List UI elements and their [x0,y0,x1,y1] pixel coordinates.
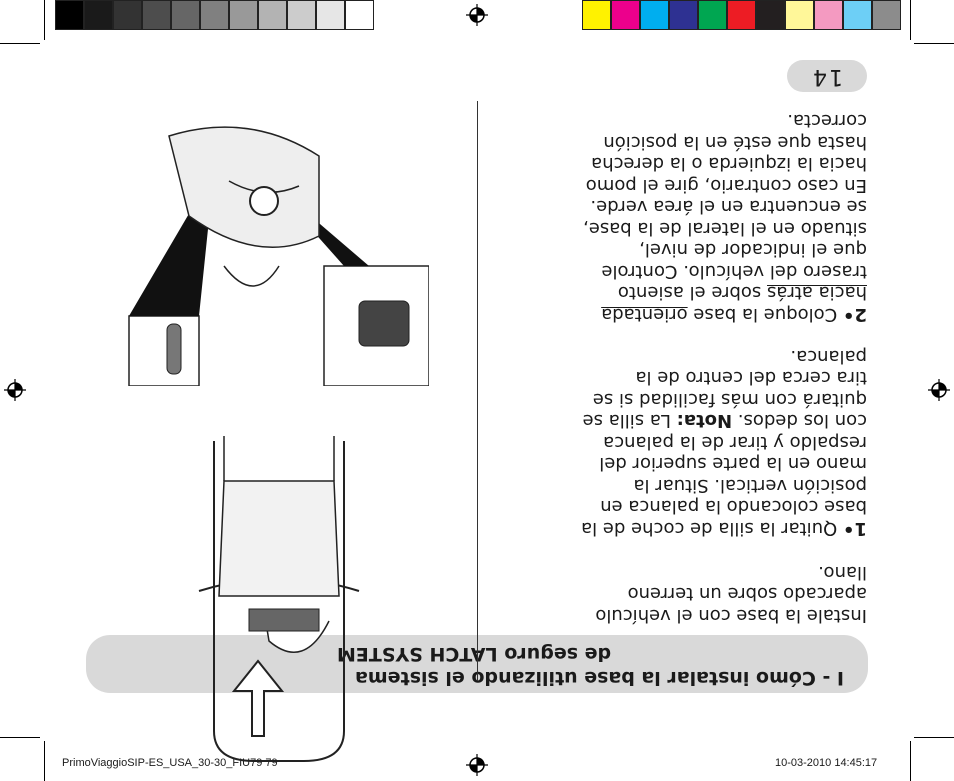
color-swatch [669,0,698,30]
color-swatch [785,0,814,30]
footer-file-info: PrimoViaggioSIP-ES_USA_30-30_FIU79 79 [62,757,278,769]
color-swatch [872,0,901,30]
color-swatch [316,0,345,30]
step-1-number: 1• [842,518,867,539]
color-swatch [640,0,669,30]
page-number: 14 [787,60,867,92]
color-swatch [611,0,640,30]
color-swatch [582,0,611,30]
footer-timestamp: 10-03-2010 14:45:17 [775,757,878,769]
crop-mark-icon [914,737,954,738]
color-swatch [84,0,113,30]
registration-mark-icon [928,379,950,401]
step-1: 1• Quitar la silla de coche de la base c… [577,346,867,539]
color-bar [582,0,901,30]
gray-bar [55,0,374,30]
color-swatch [258,0,287,30]
crop-mark-icon [44,0,45,40]
crop-mark-icon [910,741,911,781]
color-swatch [843,0,872,30]
step-2-text-a: Coloque la base [687,304,838,325]
crop-mark-icon [914,43,954,44]
step-2-text-b: sobre el asiento trasero del vehículo. C… [583,110,867,304]
color-swatch [113,0,142,30]
color-swatch [814,0,843,30]
color-swatch [200,0,229,30]
illustration-remove-seat [198,436,360,762]
crop-mark-icon [0,737,40,738]
column-divider [477,101,478,681]
crop-mark-icon [0,43,40,44]
registration-mark-icon [466,754,488,776]
registration-mark-icon [4,379,26,401]
note-label: Nota: [676,410,733,432]
color-swatch [142,0,171,30]
illustration-level-indicator [128,126,429,386]
color-swatch [287,0,316,30]
color-swatch [55,0,84,30]
crop-mark-icon [44,741,45,781]
step-2: 2• Coloque la base orientada hacia atrás… [577,110,867,326]
step-2-number: 2• [842,304,867,325]
registration-mark-icon [466,4,488,26]
color-swatch [698,0,727,30]
crop-mark-icon [910,0,911,40]
color-swatch [727,0,756,30]
color-swatch [345,0,374,30]
color-swatch [756,0,785,30]
intro-text: Instale la base con el vehículo aparcado… [595,562,867,626]
color-swatch [229,0,258,30]
color-swatch [171,0,200,30]
